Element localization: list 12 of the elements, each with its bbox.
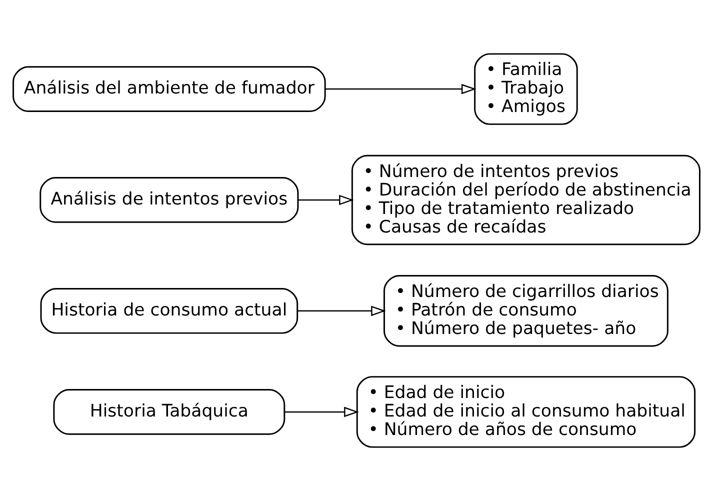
node-box: Historia Tabáquica [53, 388, 286, 434]
node-box: Análisis de intentos previos [40, 176, 299, 222]
node-box: • Número de intentos previos • Duración del período de abstinencia • Tipo de tratamiento realizado • Causas de recaídas [351, 154, 700, 245]
node-box: • Familia • Trabajo • Amigos [474, 52, 578, 124]
node-box: • Edad de inicio • Edad de inicio al consumo habitual • Número de años de consumo [356, 376, 696, 448]
arrow [284, 406, 359, 417]
node-box: Análisis del ambiente de fumador [12, 66, 326, 112]
node-box: • Número de cigarrillos diarios • Patrón de consumo • Número de paquetes- año [384, 274, 668, 346]
arrow [298, 194, 354, 205]
node-box: Historia de consumo actual [40, 287, 298, 334]
arrow [298, 305, 386, 316]
arrow [325, 83, 476, 94]
